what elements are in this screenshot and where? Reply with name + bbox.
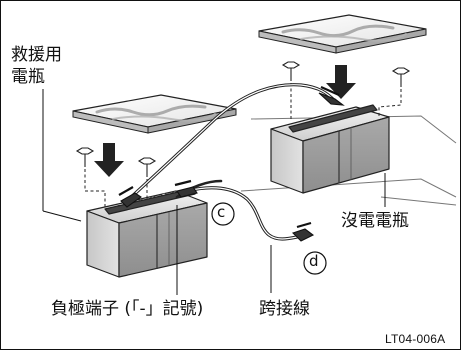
booster-battery-down-arrow-icon	[94, 143, 124, 177]
dead-battery-label: 沒電電瓶	[341, 211, 409, 231]
dead-battery	[270, 104, 390, 194]
cable-clamps	[118, 85, 345, 242]
booster-battery	[86, 188, 208, 278]
dead-battery-down-arrow-icon	[326, 65, 356, 99]
figure-code: LT04-006A	[385, 332, 446, 346]
negative-terminal-label: 負極端子 (「-」記號)	[51, 299, 204, 319]
booster-battery-label-line2: 電瓶	[11, 67, 45, 87]
booster-battery-label-line1: 救援用	[11, 45, 62, 65]
booster-battery-pad	[72, 94, 237, 134]
booster-battery-bolts	[75, 147, 157, 207]
dead-battery-pad	[258, 14, 427, 54]
leader-lines	[42, 89, 386, 295]
callout-circles	[211, 202, 327, 275]
dead-battery-bolts	[281, 61, 411, 121]
jumper-cable-label: 跨接線	[259, 299, 310, 319]
callout-c-label: c	[217, 203, 226, 221]
callout-d-label: d	[309, 252, 319, 270]
